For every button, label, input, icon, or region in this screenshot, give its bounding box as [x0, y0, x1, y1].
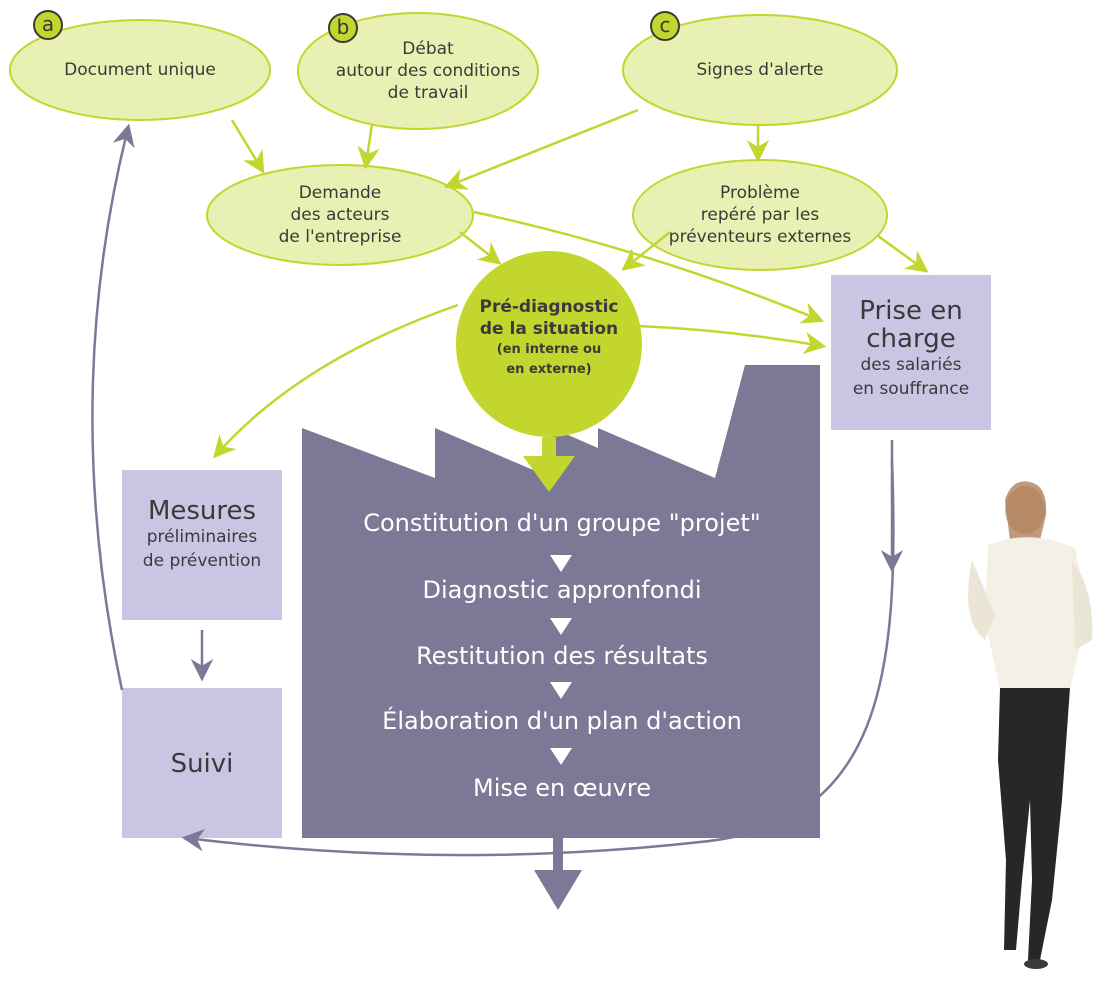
label-probleme-line-1: Problème: [720, 183, 800, 203]
label-suivi: Suivi: [170, 749, 234, 779]
chevron-step-3: [550, 682, 572, 699]
label-debat: Débat autour des conditions de travail: [318, 38, 538, 104]
prediag-title-1: Pré-diagnostic: [479, 297, 619, 317]
label-probleme: Problème repéré par les préventeurs exte…: [650, 182, 870, 248]
badge-c: c: [650, 11, 680, 41]
badge-a: a: [33, 10, 63, 40]
prediagnostic-circle: [456, 251, 642, 437]
label-prediagnostic: Pré-diagnostic de la situation (en inter…: [469, 296, 629, 380]
chevron-step-4: [550, 748, 572, 765]
arrow-loop-bottom: [181, 459, 895, 857]
label-demande: Demande des acteurs de l'entreprise: [230, 182, 450, 248]
arrow-document-to-demande: [230, 119, 265, 174]
ellipse-signes: [622, 14, 898, 126]
label-debat-line-2: autour des conditions: [335, 61, 521, 81]
step-5: Mise en œuvre: [473, 774, 651, 802]
prise-small-1: des salariés: [860, 355, 962, 375]
arrow-signes-to-demande: [443, 108, 639, 190]
arrow-prediag-to-mesures: [213, 303, 459, 459]
step-2: Diagnostic appronfondi: [422, 576, 702, 604]
label-prise-en-charge: Prise en charge des salariés en souffran…: [831, 297, 991, 401]
factory-shape: [302, 365, 820, 838]
badge-b: b: [328, 13, 358, 43]
ellipse-debat: [297, 12, 539, 130]
step-4: Élaboration d'un plan d'action: [382, 707, 742, 735]
chevron-step-1: [550, 555, 572, 572]
prise-en-charge-box: [831, 275, 991, 430]
arrow-suivi-to-document: [91, 123, 135, 691]
mesures-small-1: préliminaires: [146, 527, 258, 547]
arrow-demande-to-prediag: [459, 231, 502, 265]
arrow-probleme-to-prediag: [621, 231, 671, 271]
prise-small-2: en souffrance: [852, 379, 970, 399]
mesures-small-2: de prévention: [142, 551, 262, 571]
arrow-prediag-to-steps: [523, 437, 575, 492]
label-debat-line-3: de travail: [387, 83, 469, 103]
label-demande-line-3: de l'entreprise: [278, 227, 402, 247]
label-probleme-line-2: repéré par les: [700, 205, 820, 225]
chevron-step-2: [550, 618, 572, 635]
label-probleme-line-3: préventeurs externes: [668, 227, 852, 247]
woman-walking-photo: [968, 481, 1093, 969]
ellipse-document-unique: [9, 19, 271, 121]
label-debat-line-1: Débat: [402, 39, 454, 59]
arrow-factory-out: [534, 838, 582, 910]
prise-big-2: charge: [866, 324, 956, 354]
prediag-title-2: de la situation: [479, 319, 619, 339]
label-document-unique: Document unique: [64, 60, 216, 80]
label-demande-line-1: Demande: [298, 183, 382, 203]
prediag-sub-1: (en interne ou: [496, 342, 602, 357]
step-3: Restitution des résultats: [416, 642, 708, 670]
label-mesures: Mesures préliminaires de prévention: [122, 497, 282, 573]
ellipse-demande: [206, 164, 474, 266]
mesures-box: [122, 470, 282, 620]
prediag-sub-2: en externe): [506, 362, 592, 377]
label-demande-line-2: des acteurs: [290, 205, 390, 225]
step-1: Constitution d'un groupe "projet": [363, 509, 761, 537]
arrow-prediag-to-prise: [637, 324, 827, 355]
mesures-big: Mesures: [147, 496, 257, 526]
arrow-debat-to-demande: [357, 123, 380, 170]
label-signes: Signes d'alerte: [696, 60, 824, 80]
prise-big-1: Prise en: [859, 296, 963, 326]
suivi-box: [122, 688, 282, 838]
arrow-demande-to-prise: [473, 210, 825, 324]
arrow-probleme-to-prise: [877, 234, 929, 273]
